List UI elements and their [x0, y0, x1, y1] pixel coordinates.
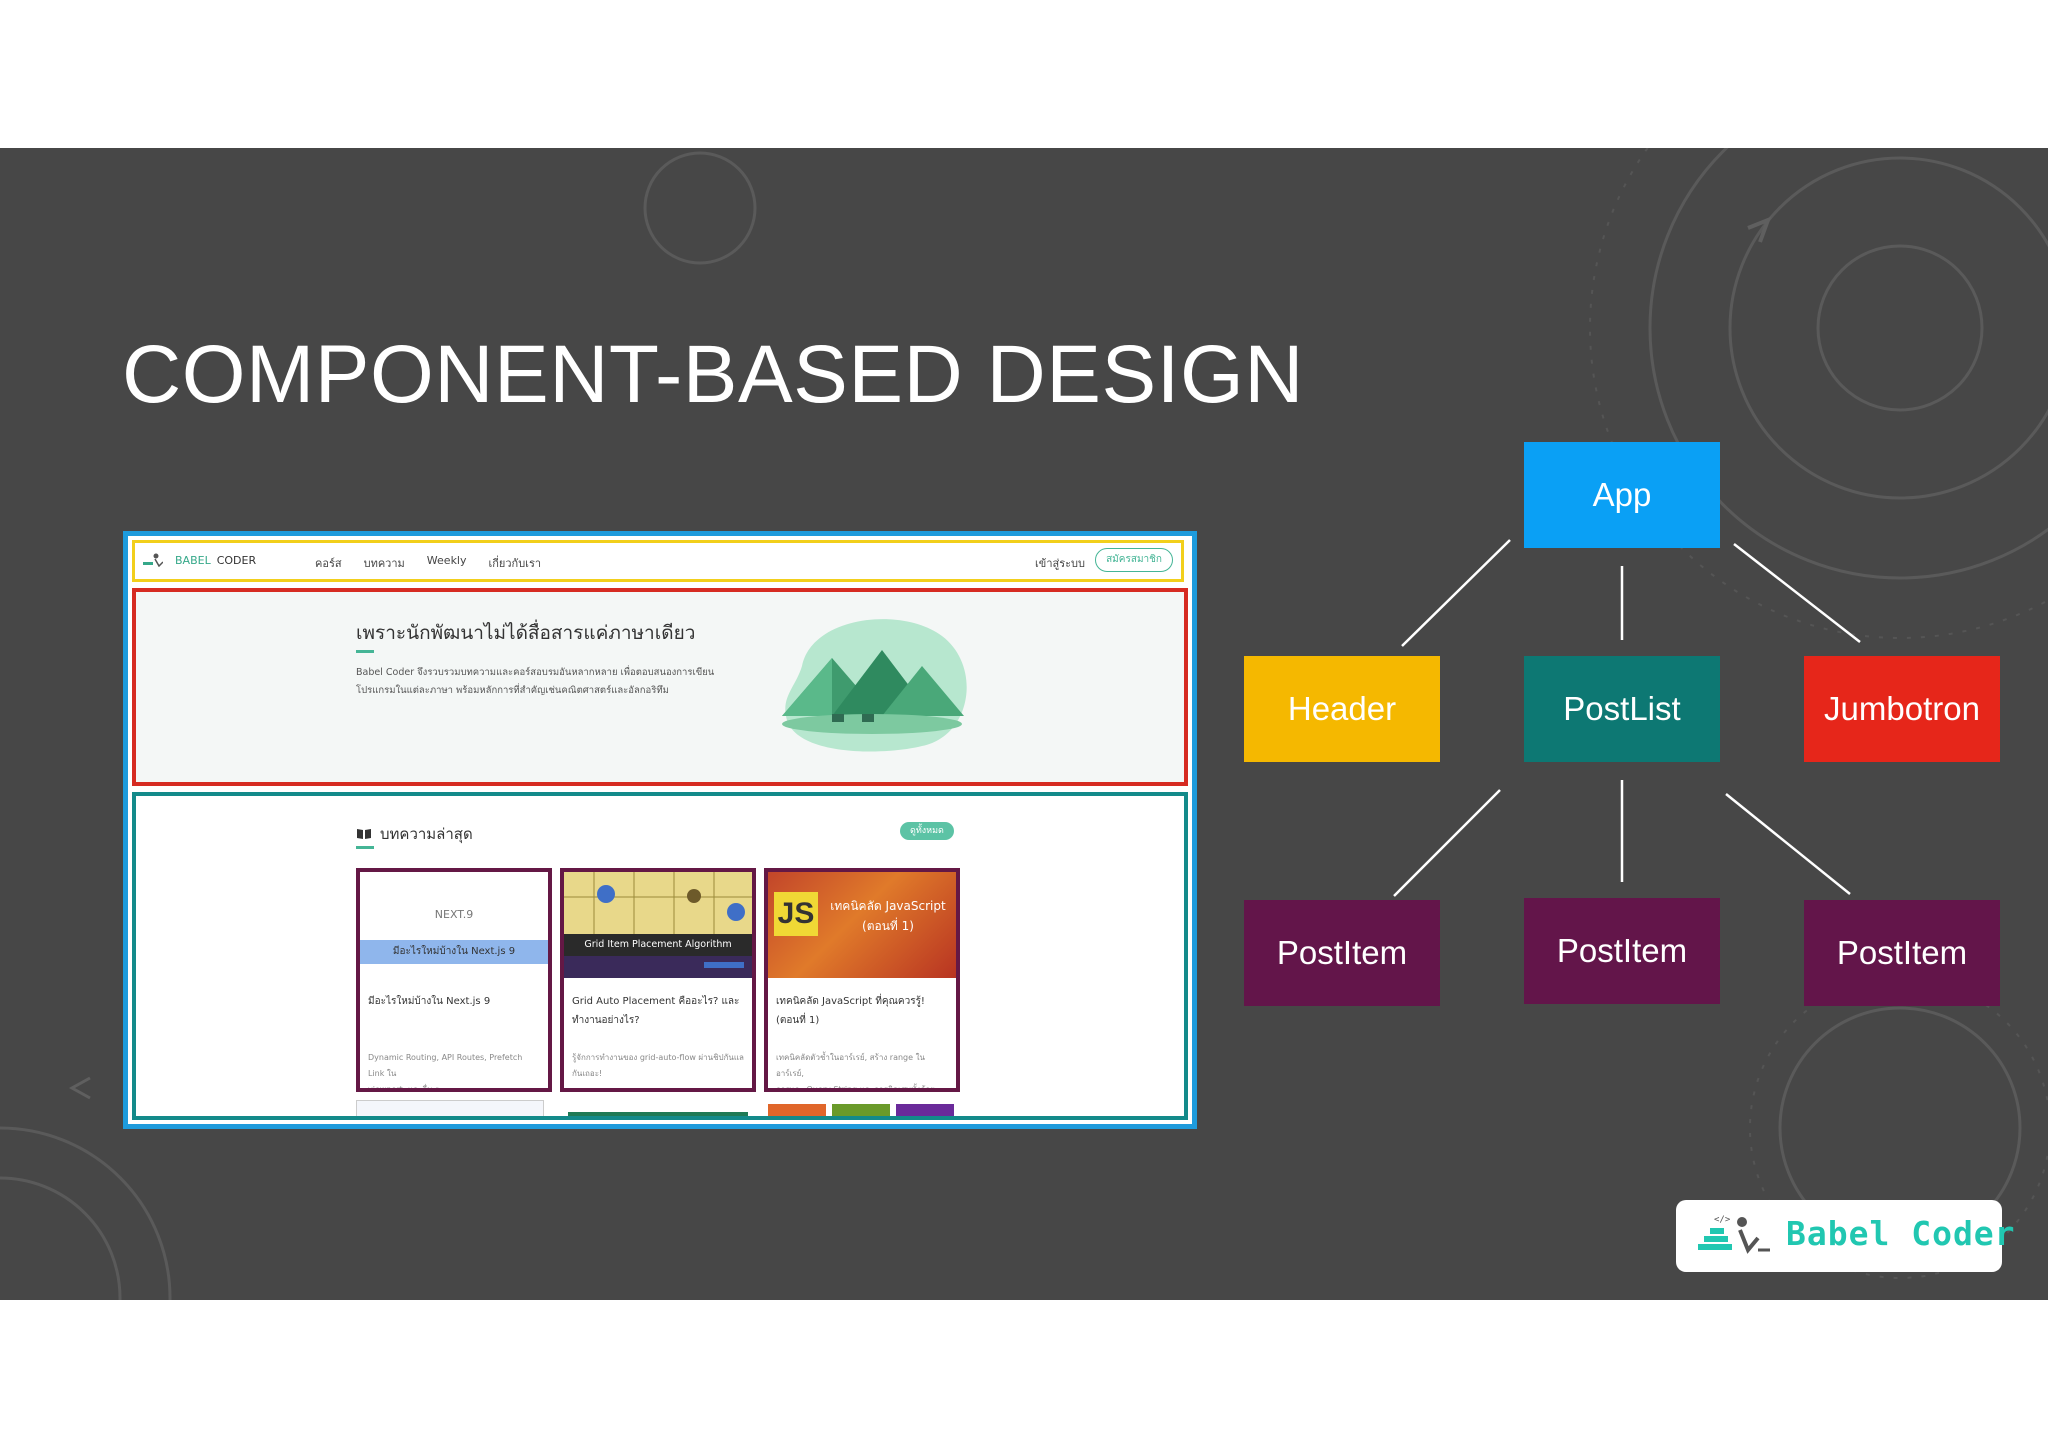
grid-illustration	[564, 872, 752, 978]
signup-button[interactable]: สมัครสมาชิก	[1095, 548, 1173, 572]
nextjs-logo: NEXT.9	[434, 908, 474, 921]
post-title: Grid Auto Placement คืออะไร? และ ทำงานอย…	[572, 992, 744, 1030]
tree-edges	[1393, 539, 1861, 897]
post-description-line: เทคนิคลัดตัวช้ำในอาร์เรย์, สร้าง range ใ…	[776, 1053, 925, 1078]
post-description-line: Dynamic Routing, API Routes, Prefetch Li…	[368, 1053, 523, 1078]
post-thumbnail: Grid Item Placement Algorithm	[564, 872, 752, 978]
post-title-line: เทคนิคลัด JavaScript ที่คุณควรรู้!	[776, 996, 925, 1007]
jumbotron-description: Babel Coder จึงรวบรวมบทความและคอร์สอบรมอ…	[356, 664, 736, 700]
post-thumbnail: NEXT.9 มีอะไรใหม่บ้างใน Next.js 9	[360, 872, 548, 978]
site-nav-links: คอร์ส บทความ Weekly เกี่ยวกับเรา	[315, 554, 541, 572]
post-description-line: รู้จักการทำงานของ grid-auto-flow ผ่านชิป…	[572, 1053, 744, 1062]
js-logo: JS	[774, 892, 818, 936]
next-post-preview	[896, 1104, 954, 1116]
thumbnail-banner: Grid Item Placement Algorithm	[564, 934, 752, 956]
post-item-card[interactable]: NEXT.9 มีอะไรใหม่บ้างใน Next.js 9 มีอะไร…	[356, 868, 552, 1092]
slide-title: COMPONENT-BASED DESIGN	[122, 329, 1304, 420]
posts-heading: บทความล่าสุด	[356, 822, 473, 846]
app-node: App	[1524, 442, 1720, 548]
see-all-button[interactable]: ดูทั้งหมด	[900, 822, 954, 840]
website-screenshot: BABEL CODER คอร์ส บทความ Weekly เกี่ยวกับ…	[123, 531, 1197, 1129]
post-description: เทคนิคลัดตัวช้ำในอาร์เรย์, สร้าง range ใ…	[776, 1050, 948, 1092]
nav-link-weekly[interactable]: Weekly	[426, 554, 467, 567]
login-link[interactable]: เข้าสู่ระบบ	[1035, 557, 1085, 570]
nav-link-about[interactable]: เกี่ยวกับเรา	[488, 557, 542, 570]
post-title: มีอะไรใหม่บ้างใน Next.js 9	[368, 996, 491, 1007]
jumbotron-underline	[356, 650, 374, 653]
svg-text:</>: </>	[1714, 1215, 1731, 1225]
posts-heading-text: บทความล่าสุด	[380, 825, 473, 843]
post-title-line: (ตอนที่ 1)	[776, 1015, 820, 1026]
next-post-preview	[568, 1112, 748, 1116]
next-post-preview	[768, 1104, 826, 1116]
posts-underline	[356, 846, 374, 849]
postlist-node: PostList	[1524, 656, 1720, 762]
book-icon	[357, 829, 371, 839]
post-item-card[interactable]: JS เทคนิคลัด JavaScript (ตอนที่ 1) เทคนิ…	[764, 868, 960, 1092]
post-item-card[interactable]: Grid Item Placement Algorithm Grid Auto …	[560, 868, 756, 1092]
post-thumbnail: JS เทคนิคลัด JavaScript (ตอนที่ 1)	[768, 872, 956, 978]
next-post-preview	[832, 1104, 890, 1116]
background-decoration	[0, 148, 2048, 1300]
nav-link-courses[interactable]: คอร์ส	[315, 557, 342, 570]
babel-coder-logo-icon: </>	[1698, 1215, 1770, 1254]
mountain-illustration	[782, 619, 967, 752]
postitem-node: PostItem	[1804, 900, 2000, 1006]
post-description-line: กันเถอะ!	[572, 1069, 603, 1078]
jumbotron-description-line: โปรแกรมในแต่ละภาษา พร้อมหลักการที่สำคัญเ…	[356, 685, 669, 696]
next-post-preview	[356, 1100, 544, 1116]
jumbotron-title: เพราะนักพัฒนาไม่ได้สื่อสารแค่ภาษาเดียว	[356, 622, 696, 644]
site-brand[interactable]: BABEL CODER	[175, 554, 256, 567]
jumbotron-node: Jumbotron	[1804, 656, 2000, 762]
postitem-node: PostItem	[1244, 900, 1440, 1006]
slide: COMPONENT-BASED DESIGN BABEL CODER คอร์ส …	[0, 148, 2048, 1300]
thumbnail-text-line: (ตอนที่ 1)	[862, 919, 914, 933]
site-brand-right: CODER	[216, 554, 257, 567]
post-title: เทคนิคลัด JavaScript ที่คุณควรรู้! (ตอนท…	[776, 992, 948, 1030]
post-description-line: viewport, และอื่น ๆ	[368, 1085, 440, 1092]
thumbnail-text: เทคนิคลัด JavaScript (ตอนที่ 1)	[824, 896, 952, 936]
site-jumbotron: เพราะนักพัฒนาไม่ได้สื่อสารแค่ภาษาเดียว B…	[132, 588, 1188, 786]
babel-coder-badge: </> Babel Coder	[1676, 1200, 2015, 1272]
jumbotron-description-line: Babel Coder จึงรวบรวมบทความและคอร์สอบรมอ…	[356, 667, 715, 678]
babel-coder-wordmark: Babel Coder	[1786, 1214, 2016, 1253]
postitem-node: PostItem	[1524, 898, 1720, 1004]
post-title-line: Grid Auto Placement คืออะไร? และ	[572, 996, 740, 1007]
post-description-line: การแกะ Query String และการติดเศษทั้งด้วย…	[776, 1085, 946, 1092]
thumbnail-banner: มีอะไรใหม่บ้างใน Next.js 9	[360, 940, 548, 964]
nav-link-articles[interactable]: บทความ	[363, 557, 405, 570]
site-brand-left: BABEL	[175, 554, 211, 567]
site-postlist: บทความล่าสุด ดูทั้งหมด NEXT.9 มีอะไรใหม่…	[132, 792, 1188, 1120]
post-description: Dynamic Routing, API Routes, Prefetch Li…	[368, 1050, 540, 1092]
babel-logo-icon	[143, 553, 163, 567]
thumbnail-text-line: เทคนิคลัด JavaScript	[830, 899, 946, 913]
site-header: BABEL CODER คอร์ส บทความ Weekly เกี่ยวกับ…	[132, 540, 1184, 582]
post-title-line: ทำงานอย่างไร?	[572, 1015, 640, 1026]
post-description: รู้จักการทำงานของ grid-auto-flow ผ่านชิป…	[572, 1050, 744, 1082]
header-node: Header	[1244, 656, 1440, 762]
